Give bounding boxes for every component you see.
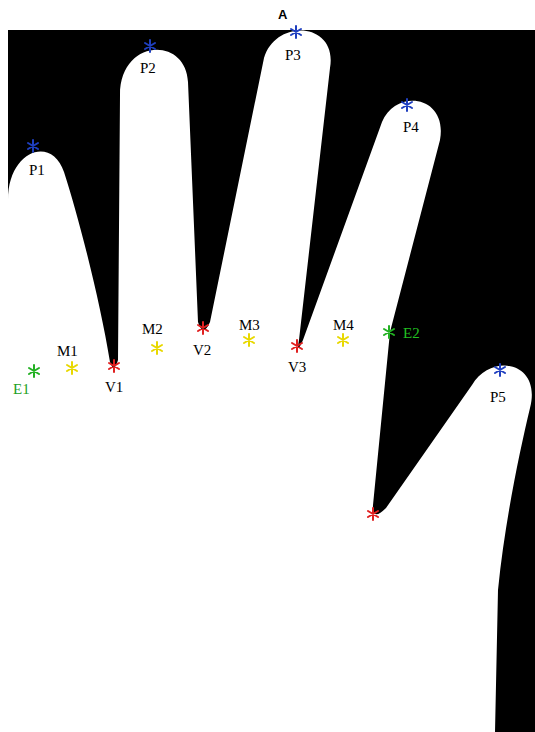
point-label: P2 xyxy=(140,61,156,76)
point-label: P4 xyxy=(403,120,419,135)
tip-markers xyxy=(28,26,505,376)
figure-letter: A xyxy=(278,8,287,21)
point-label: E2 xyxy=(403,326,420,341)
edge-markers xyxy=(29,326,394,377)
point-label: E1 xyxy=(13,382,30,397)
point-label: M4 xyxy=(333,318,354,333)
point-label: V2 xyxy=(193,343,211,358)
point-label: P3 xyxy=(285,48,301,63)
valley-markers xyxy=(109,322,378,520)
mid-markers xyxy=(67,334,348,374)
point-label: M3 xyxy=(239,318,260,333)
point-label: V3 xyxy=(288,360,306,375)
point-markers xyxy=(28,26,505,520)
point-label: V1 xyxy=(105,380,123,395)
black-ground xyxy=(8,30,535,732)
hand-silhouette xyxy=(8,31,532,732)
point-label: P5 xyxy=(490,390,506,405)
point-label: P1 xyxy=(29,163,45,178)
point-label: M2 xyxy=(142,322,163,337)
point-label: M1 xyxy=(57,344,78,359)
